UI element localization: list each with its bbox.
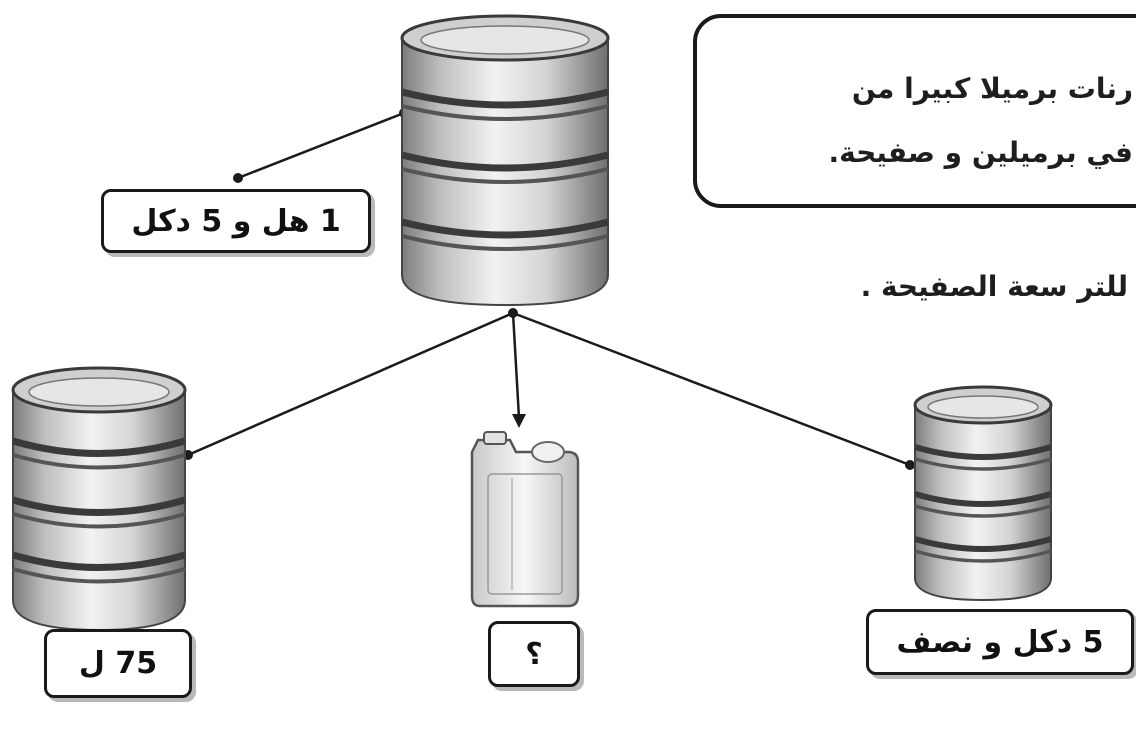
problem-line-2: في برميلين و صفيحة.	[828, 136, 1134, 169]
connector-right-barrel	[512, 311, 911, 467]
top-barrel-icon	[400, 14, 610, 307]
right-barrel-icon	[913, 385, 1053, 602]
jerrycan-icon	[470, 431, 580, 608]
top-barrel-label: 1 هل و 5 دكل	[101, 189, 371, 253]
connector-left-barrel	[187, 311, 514, 457]
left-barrel-icon	[11, 366, 187, 632]
connector-lines	[187, 111, 911, 467]
problem-line-1: رنات برميلا كبيرا من	[851, 72, 1133, 105]
left-barrel-label: 75 ل	[44, 629, 192, 698]
connector-jerrycan	[511, 312, 521, 419]
problem-line-3: للتر سعة الصفيحة .	[860, 270, 1128, 303]
right-barrel-label: 5 دكل و نصف	[866, 609, 1134, 675]
jerrycan-label: ؟	[488, 621, 580, 687]
connector-top-label	[237, 111, 405, 180]
problem-statement-box: رنات برميلا كبيرا من في برميلين و صفيحة.	[693, 14, 1136, 208]
